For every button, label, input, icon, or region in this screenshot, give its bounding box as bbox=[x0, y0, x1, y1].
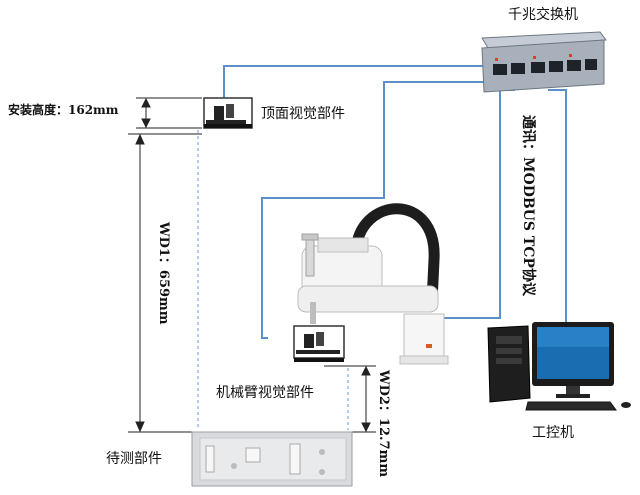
wd1-label: WD1：659mm bbox=[156, 222, 171, 325]
cable-ipc bbox=[548, 89, 567, 322]
pc-keyboard bbox=[525, 401, 617, 411]
arm-vision-label: 机械臂视觉部件 bbox=[216, 385, 314, 401]
pc-monitor bbox=[532, 322, 614, 398]
optical-axis-lines bbox=[197, 130, 349, 430]
top-vision-unit bbox=[203, 97, 253, 129]
pc-tower bbox=[487, 325, 531, 403]
arm-vision-unit bbox=[293, 325, 345, 362]
ipc-label: 工控机 bbox=[532, 425, 574, 441]
cable-top-camera bbox=[223, 65, 492, 100]
wd1-dimension bbox=[128, 133, 202, 433]
workpiece-label: 待测部件 bbox=[106, 451, 162, 467]
top-vision-label: 顶面视觉部件 bbox=[261, 106, 345, 122]
workpiece bbox=[191, 431, 353, 487]
install-height-label: 安装高度：162mm bbox=[8, 103, 119, 117]
wd2-label: WD2：12.7mm bbox=[376, 370, 391, 478]
install-height-dimension bbox=[136, 97, 202, 129]
scara-robot bbox=[297, 203, 449, 365]
switch-ports bbox=[493, 59, 597, 75]
network-cables bbox=[223, 65, 567, 339]
robot-cable-hose bbox=[350, 203, 440, 308]
communication-label: 通讯：MODBUS TCP协议 bbox=[520, 115, 536, 296]
industrial-pc bbox=[487, 322, 631, 411]
gigabit-switch bbox=[481, 31, 607, 93]
pc-mouse bbox=[621, 402, 631, 408]
cable-robot-controller bbox=[430, 89, 515, 319]
switch-label: 千兆交换机 bbox=[508, 7, 578, 23]
cable-arm-camera bbox=[261, 81, 492, 339]
